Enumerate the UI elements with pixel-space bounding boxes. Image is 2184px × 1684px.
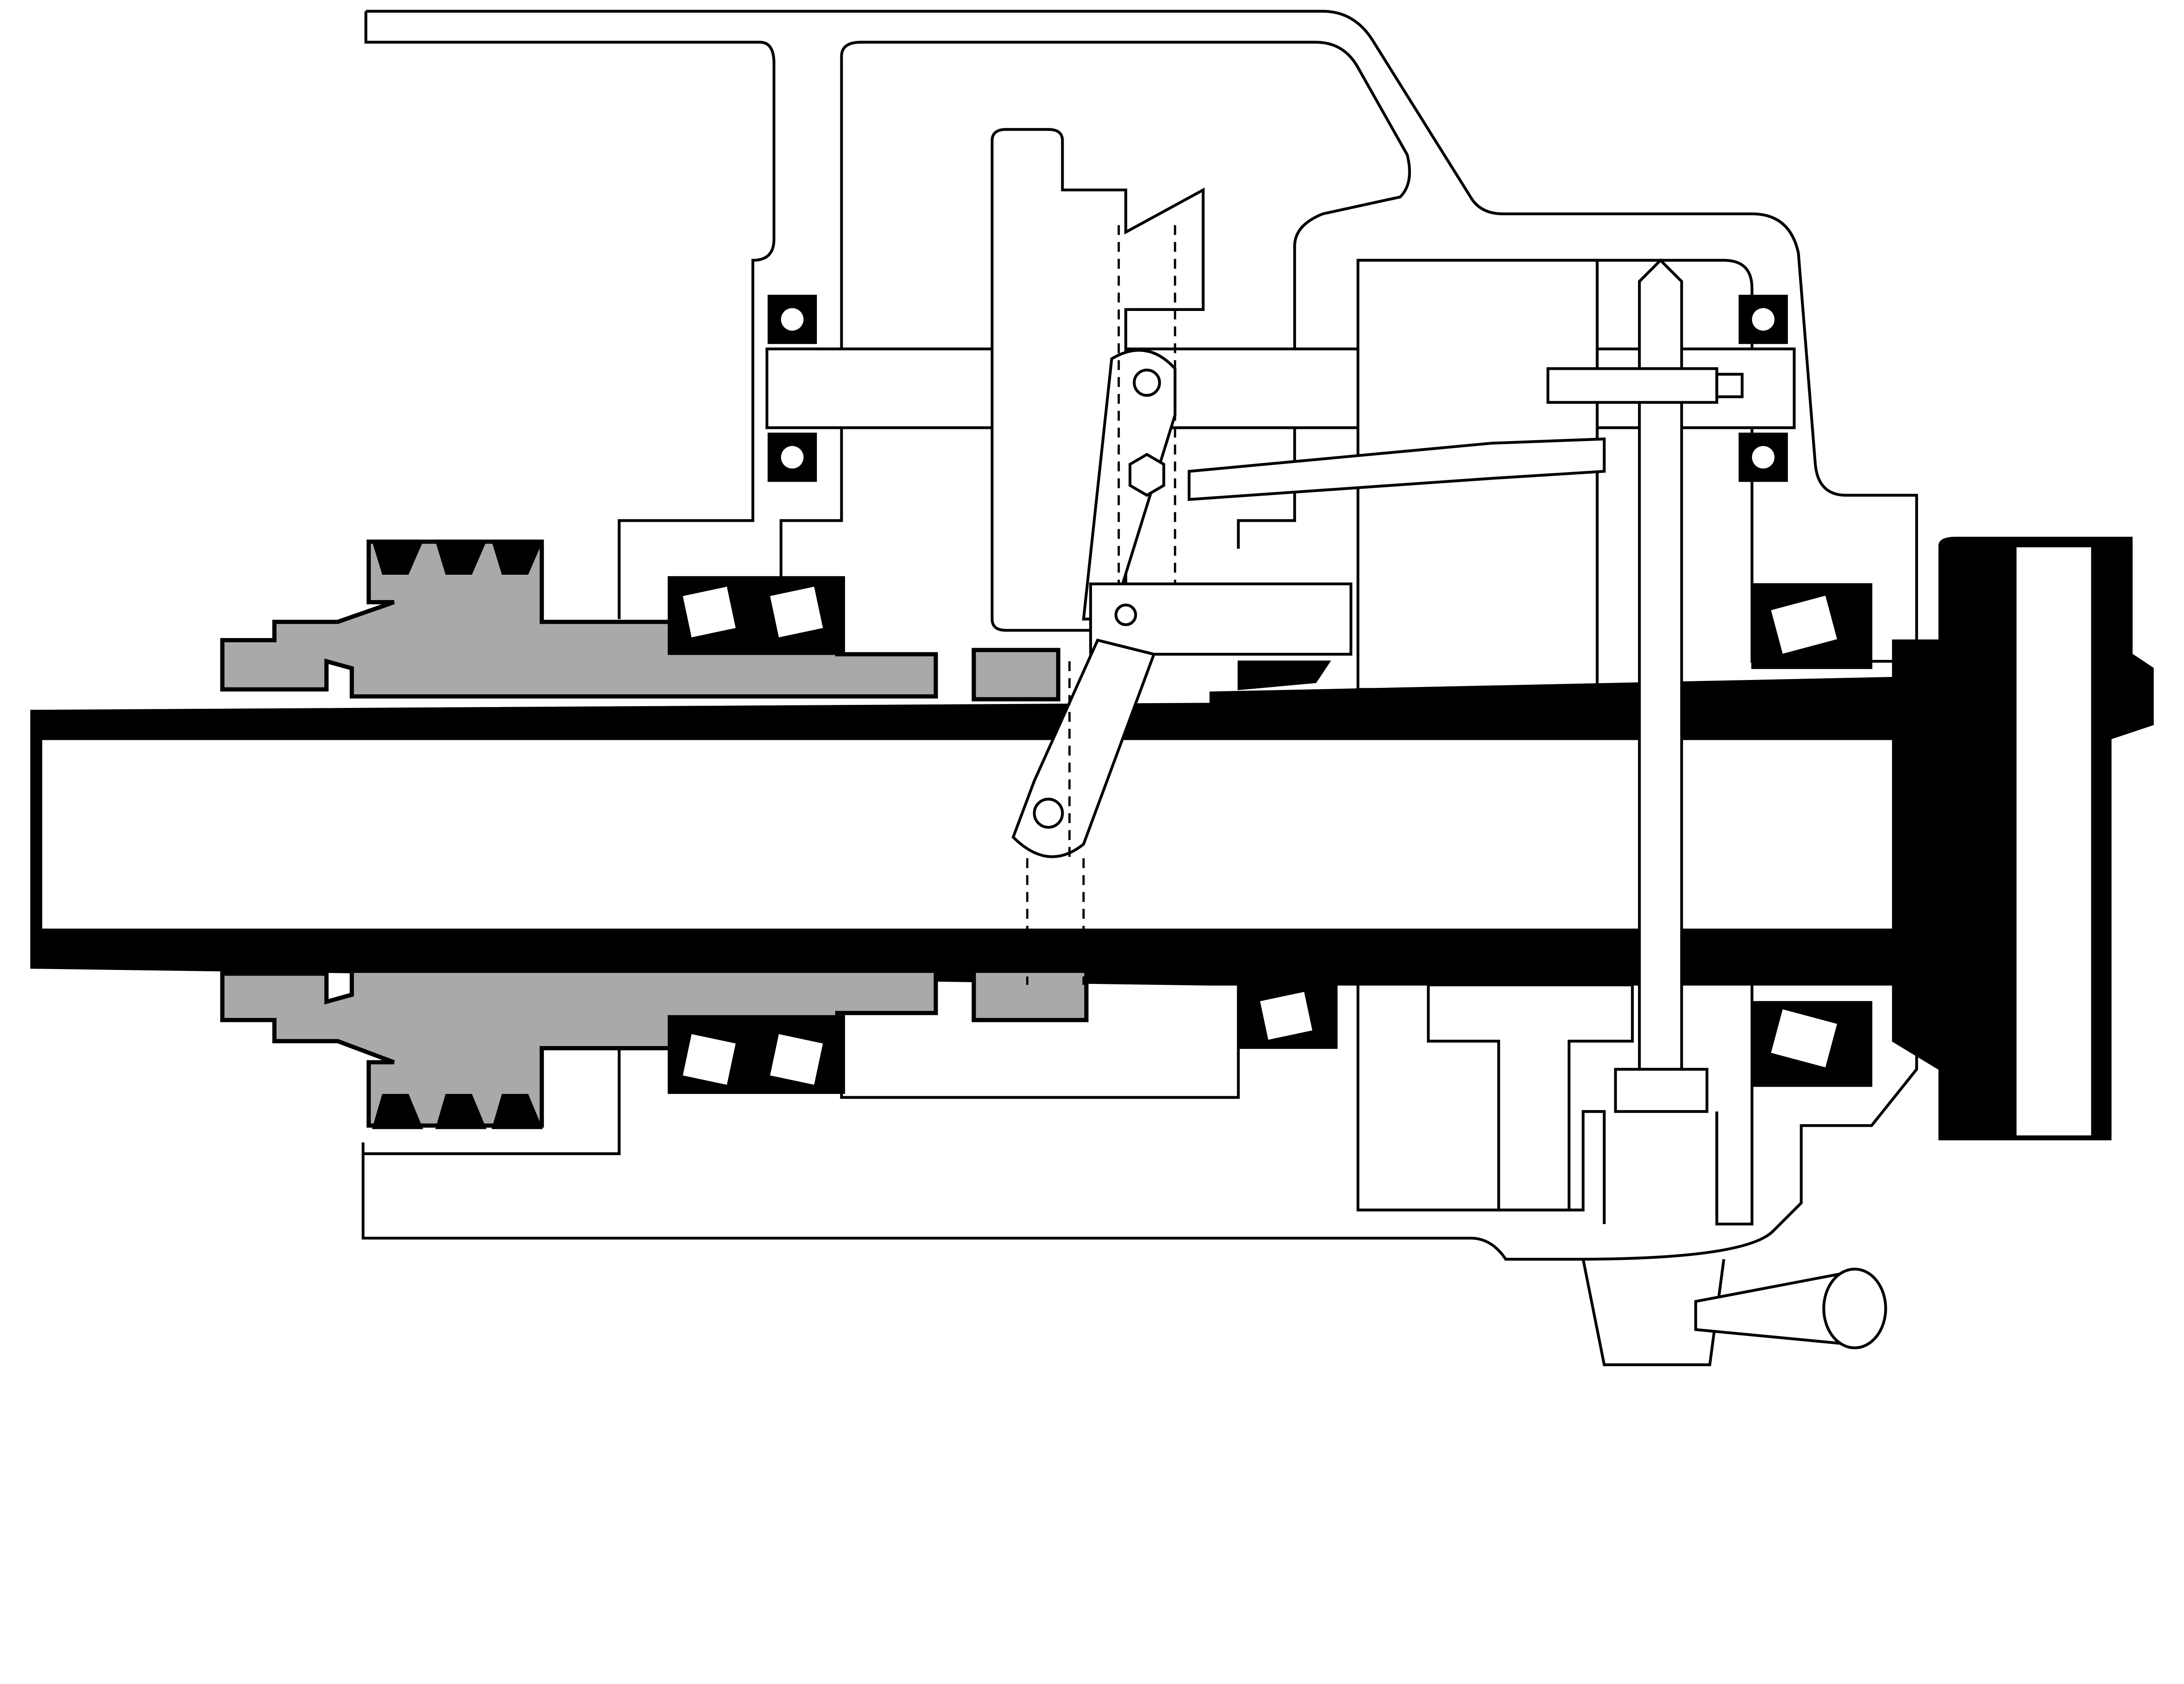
lever-pin: [1114, 604, 1137, 626]
bearing-ball: [781, 308, 804, 331]
pivot-nut: [1128, 452, 1165, 497]
output-flange-splines: [2014, 544, 2094, 1139]
selector-rod-base: [1614, 1068, 1709, 1113]
layshaft-gear: [991, 128, 1205, 632]
piston-rings-bottom: [372, 1094, 543, 1129]
housing-bottom-outline: [361, 985, 1918, 1261]
pivot-pin-upper: [1133, 369, 1161, 397]
bearing-ball: [781, 446, 804, 469]
detent-spring: [1237, 660, 1331, 690]
housing-top-outline: [366, 10, 1918, 640]
gearbox-cross-section-drawing: [30, 10, 2154, 1367]
selector-screw: [1715, 373, 1744, 398]
housing-top-inner-outline: [364, 11, 776, 619]
pivot-pin-lower: [1033, 797, 1064, 829]
shift-lever-handle: [1694, 1271, 1845, 1346]
gear-chamber-outline: [840, 41, 1411, 549]
piston-rings-top: [372, 541, 543, 575]
clutch-collar-bottom: [971, 969, 1089, 1022]
taper-bearing-pair-top: [667, 576, 845, 655]
lower-gear: [1427, 983, 1634, 1211]
taper-bearing-right-top: [1751, 583, 1873, 669]
taper-bearing-right-bottom: [1751, 1001, 1873, 1087]
hidden-lines-rod: [1638, 689, 1683, 985]
taper-bearing-lower-mid: [1237, 984, 1338, 1049]
bearing-ball: [1752, 308, 1775, 331]
taper-bearing-pair-bottom: [667, 1015, 845, 1094]
housing-bottom-inner: [363, 985, 1754, 1226]
shift-knob: [1822, 1267, 1887, 1349]
drawing-frame: [30, 10, 2154, 1367]
chamber-left-wall: [779, 56, 843, 619]
selector-rod: [1638, 258, 1683, 1071]
shift-link-rod: [1188, 437, 1606, 501]
bearing-ball: [1752, 446, 1775, 469]
input-seal-housing-bottom: [220, 969, 938, 1128]
selector-fork-block: [1546, 367, 1718, 404]
clutch-collar-top: [971, 648, 1061, 701]
